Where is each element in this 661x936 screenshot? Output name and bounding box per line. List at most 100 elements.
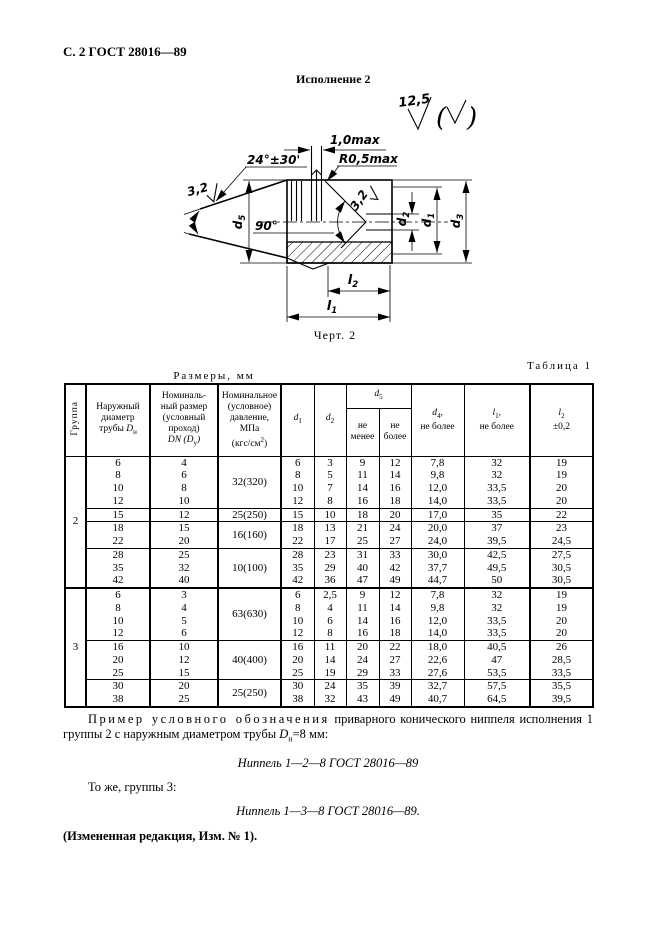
table-cell: 35	[280, 561, 315, 575]
check-icon	[369, 185, 379, 201]
col-nominal-size: Номиналь- ный размер (условный проход) D…	[149, 383, 219, 457]
table-cell: 23	[529, 521, 594, 535]
dim-radius-label: R0,5max	[339, 152, 399, 166]
table-cell: 9	[345, 456, 380, 470]
table-cell: 19	[313, 666, 347, 680]
table-cell: 26	[529, 639, 594, 654]
table-cell: 8	[313, 494, 347, 508]
table-cell: 19	[529, 469, 594, 482]
table-cell: 14	[378, 601, 412, 615]
table-cell: 33,5	[529, 666, 594, 680]
table-cell: 17	[313, 535, 347, 549]
table-cell: 16	[345, 494, 380, 508]
table-cell: 30	[85, 679, 151, 693]
table-cell: 19	[529, 587, 594, 602]
table-cell: 39	[378, 679, 412, 693]
table-cell: 35	[345, 679, 380, 693]
table-cell: 20,0	[410, 521, 465, 535]
table-cell: 3	[64, 587, 87, 707]
table-cell: 12	[280, 494, 315, 508]
table-cell: 27,5	[529, 547, 594, 562]
table-cell: 16(160)	[217, 521, 282, 549]
table-cell: 12	[149, 507, 219, 522]
table-cell: 20	[280, 653, 315, 667]
table-cell: 50	[463, 574, 531, 588]
table-cell: 16	[378, 614, 412, 628]
table-cell: 22	[529, 507, 594, 522]
table-cell: 2	[64, 456, 87, 588]
table-cell: 15	[149, 521, 219, 535]
table-cell: 18,0	[410, 639, 465, 654]
designation-2: Ниппель 1—3—8 ГОСТ 28016—89.	[236, 803, 420, 818]
dim-flat: 1,0max	[284, 133, 386, 154]
table-cell: 5	[149, 614, 219, 628]
dim-d3-label: d3	[449, 214, 466, 229]
roughness-cone-mark: 3,2	[186, 180, 218, 203]
table-cell: 22	[280, 535, 315, 549]
roughness-seat-value: 3,2	[347, 187, 371, 212]
dim-l1-label: l1	[327, 299, 337, 316]
table-cell: 19	[529, 601, 594, 615]
table-cell: 15	[149, 666, 219, 680]
table-title: Таблица 1	[526, 360, 592, 372]
table-cell: 49	[378, 693, 412, 707]
drawing-caption: Черт. 2	[313, 328, 357, 342]
table-cell: 12	[280, 627, 315, 641]
table-cell: 6	[280, 456, 315, 470]
check-icon	[407, 96, 432, 131]
table-cell: 25(250)	[217, 679, 282, 707]
table-cell: 32	[313, 693, 347, 707]
table-cell: 33,5	[463, 627, 531, 641]
col-outer-diameter: Наружный диаметр трубы Dн	[85, 383, 151, 457]
dim-l2-label: l2	[348, 273, 358, 290]
table-cell: 8	[313, 627, 347, 641]
table-units: Размеры, мм	[173, 370, 255, 382]
table-cell: 27	[378, 653, 412, 667]
table-cell: 12	[378, 587, 412, 602]
table-cell: 6	[280, 587, 315, 602]
table-header: Группа Наружный диаметр трубы Dн Номинал…	[64, 383, 594, 457]
table-cell: 40	[345, 561, 380, 575]
dim-seat-angle: 90°	[253, 200, 346, 244]
table-cell: 10	[85, 482, 151, 495]
table-cell: 4	[313, 601, 347, 615]
table-cell: 47	[345, 574, 380, 588]
table-cell: 53,5	[463, 666, 531, 680]
dim-radius: R0,5max	[326, 152, 399, 182]
table-cell: 8	[85, 601, 151, 615]
table-cell: 28	[85, 547, 151, 562]
table-cell: 8	[149, 482, 219, 495]
col-l2: l2±0,2	[529, 383, 594, 457]
table-cell: 12,0	[410, 482, 465, 495]
table-cell: 5	[313, 469, 347, 482]
table-cell: 4	[149, 456, 219, 470]
table-cell: 10	[85, 614, 151, 628]
table-cell: 25	[85, 666, 151, 680]
table-cell: 14	[313, 653, 347, 667]
table-cell: 15	[85, 507, 151, 522]
dim-d2: d2	[392, 192, 419, 251]
table-cell: 20	[149, 679, 219, 693]
table-cell: 38	[85, 693, 151, 707]
table-cell: 33,5	[463, 494, 531, 508]
table-cell: 7,8	[410, 456, 465, 470]
table-cell: 33	[378, 547, 412, 562]
table-cell: 31	[345, 547, 380, 562]
col-pressure: Номинальное (условное) давление, МПа (кг…	[217, 383, 282, 457]
table-cell: 43	[345, 693, 380, 707]
table-cell: 35,5	[529, 679, 594, 693]
table-cell: 49,5	[463, 561, 531, 575]
table-cell: 57,5	[463, 679, 531, 693]
table-cell: 12	[378, 456, 412, 470]
table-cell: 42,5	[463, 547, 531, 562]
